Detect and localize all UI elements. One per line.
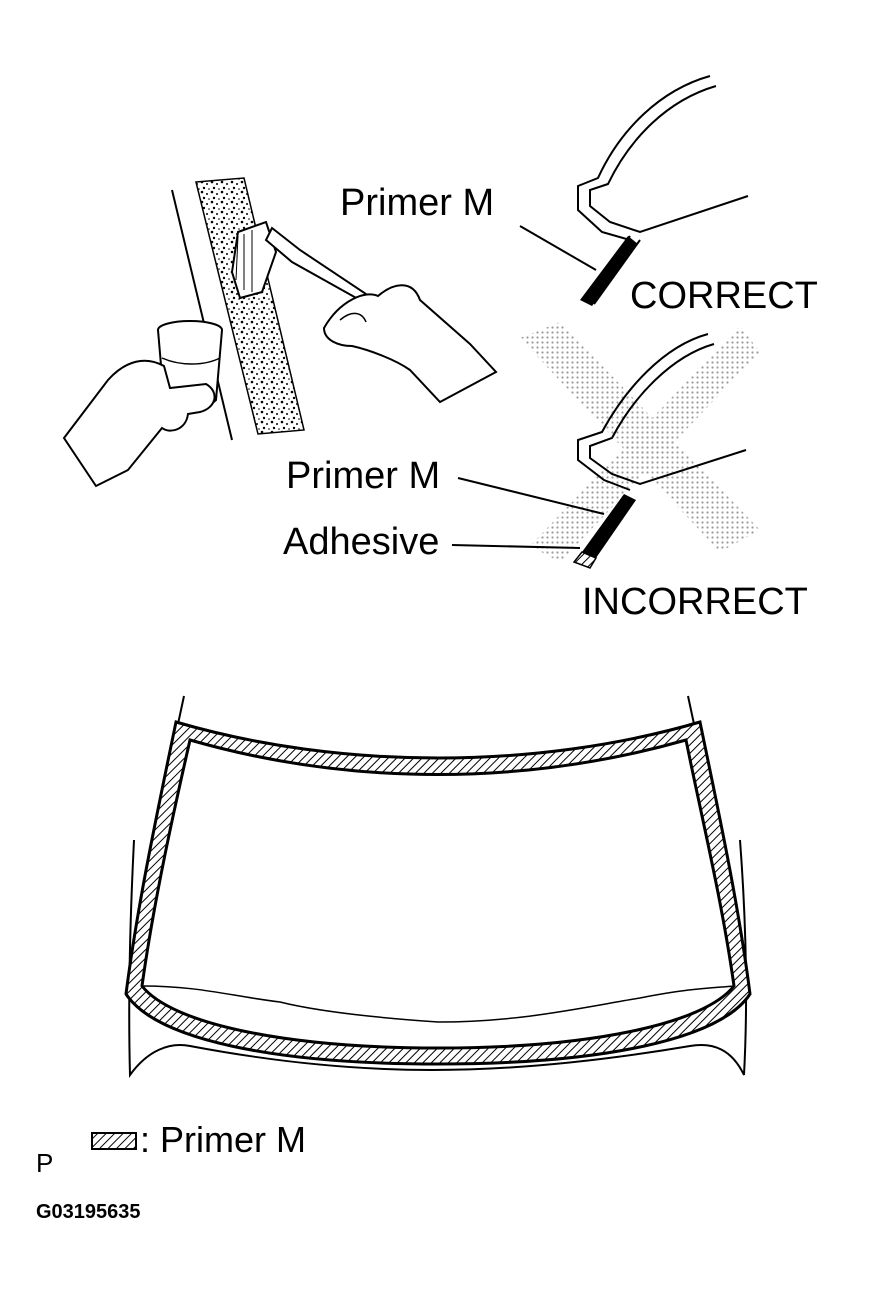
primer-layer-correct <box>580 236 638 306</box>
adhesive-leader-line <box>451 544 581 549</box>
adhesive-layer <box>572 551 598 569</box>
incorrect-label: INCORRECT <box>582 581 808 623</box>
right-hand <box>322 284 498 404</box>
pillar-edge-line <box>171 189 233 441</box>
primer-m-label-top: Primer M <box>340 182 494 224</box>
ceramic-edge-line <box>141 985 735 1023</box>
figure-code: G03195635 <box>36 1201 141 1223</box>
adhesive-label: Adhesive <box>283 521 439 563</box>
body-opening-outline <box>128 695 748 1078</box>
left-hand <box>62 359 216 488</box>
correct-cross-section: CORRECT <box>577 75 818 317</box>
correct-label: CORRECT <box>630 275 818 317</box>
primer-layer-incorrect <box>582 494 636 558</box>
primer-m-label-mid: Primer M <box>286 455 440 497</box>
flange-strip <box>195 177 305 435</box>
primer-top-leader-line <box>519 225 597 271</box>
legend-primer-label: : Primer M <box>140 1119 306 1160</box>
incorrect-cross-icon <box>520 322 760 562</box>
corner-letter: P <box>36 1148 53 1178</box>
primer-application-illustration: Primer M <box>62 177 597 488</box>
legend: : Primer M <box>91 1119 306 1160</box>
primer-mid-leader-line <box>457 477 605 515</box>
incorrect-cross-section: Primer M Adhesive INCORRECT <box>283 322 808 623</box>
hatched-legend-swatch-icon <box>91 1132 137 1150</box>
windshield-illustration <box>124 695 752 1078</box>
primer-band <box>124 720 752 1066</box>
